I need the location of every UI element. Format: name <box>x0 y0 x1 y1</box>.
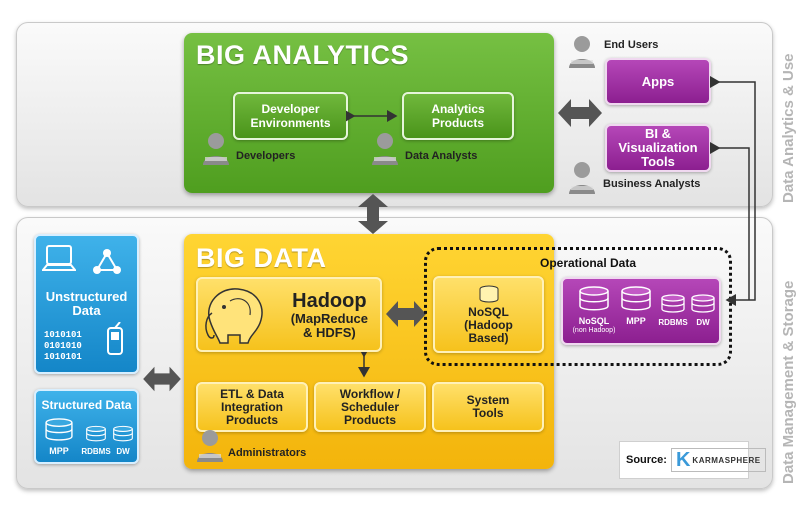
sources-bigdata-double-arrow <box>143 366 181 392</box>
system-tools-box: System Tools <box>432 382 544 432</box>
structured-rdbms-db-icon <box>86 425 106 442</box>
developer-person-icon <box>203 133 229 165</box>
structured-rdbms-label: RDBMS <box>81 447 111 456</box>
big-data-title: BIG DATA <box>196 243 327 273</box>
bi-visualization-box: BI & Visualization Tools <box>605 124 711 172</box>
operational-nosql-sublabel: (non Hadoop) <box>572 327 616 334</box>
binary-data-text: 1010101 0101010 1010101 <box>44 330 82 362</box>
nosql-db-icon <box>479 285 498 302</box>
operational-dw-label: DW <box>696 318 710 327</box>
structured-mpp-label: MPP <box>49 446 69 456</box>
nosql-hadoop-label: NoSQL (Hadoop Based) <box>464 304 513 345</box>
end-users-label: End Users <box>604 39 659 51</box>
panels-vertical-double-arrow <box>358 194 388 234</box>
unstructured-data-box <box>34 234 139 374</box>
apps-box: Apps <box>605 58 711 105</box>
dev-analytics-arrow <box>346 110 398 122</box>
operational-nosql-label: NoSQL <box>578 316 610 326</box>
operational-nosql-db-icon <box>579 286 609 311</box>
business-analyst-person-icon <box>569 162 595 194</box>
analytics-users-double-arrow <box>558 99 602 127</box>
karmasphere-logo-text: KARMASPHERE <box>692 455 761 465</box>
administrators-label: Administrators <box>228 447 307 459</box>
business-analysts-label: Business Analysts <box>603 178 701 190</box>
data-analysts-label: Data Analysts <box>405 150 478 162</box>
big-analytics-title: BIG ANALYTICS <box>196 40 410 70</box>
structured-dw-db-icon <box>113 425 133 442</box>
developers-label: Developers <box>236 150 296 162</box>
operational-rdbms-label: RDBMS <box>658 318 688 327</box>
developer-environments-box: Developer Environments <box>233 92 348 140</box>
operational-connector-lines <box>710 76 756 306</box>
karmasphere-logo-mark: K <box>675 449 691 471</box>
hadoop-nosql-double-arrow <box>386 301 426 327</box>
operational-data-region <box>424 247 732 366</box>
structured-mpp-db-icon <box>45 418 73 441</box>
network-share-icon <box>93 249 121 274</box>
operational-mpp-label: MPP <box>626 316 646 326</box>
operational-mpp-db-icon <box>621 286 651 311</box>
hadoop-title: Hadoop <box>292 289 367 312</box>
analytics-products-box: Analytics Products <box>402 92 514 140</box>
source-label: Source: <box>626 454 667 466</box>
operational-data-title: Operational Data <box>540 256 637 270</box>
administrator-person-icon <box>197 430 223 462</box>
hadoop-tools-arrow <box>358 352 370 378</box>
laptop-icon <box>42 245 76 271</box>
nosql-hadoop-box: NoSQL (Hadoop Based) <box>433 276 544 353</box>
hadoop-elephant-icon <box>205 288 263 344</box>
etl-box: ETL & Data Integration Products <box>196 382 308 432</box>
structured-dw-label: DW <box>116 447 130 456</box>
side-label-storage: Data Management & Storage <box>780 280 797 484</box>
karmasphere-logo: K KARMASPHERE <box>670 448 766 472</box>
workflow-box: Workflow / Scheduler Products <box>314 382 426 432</box>
unstructured-data-title: Unstructured Data <box>45 289 128 318</box>
side-label-analytics: Data Analytics & Use <box>780 53 797 203</box>
mobile-phone-icon <box>107 322 123 355</box>
source-attribution: Source: K KARMASPHERE <box>619 441 766 479</box>
data-analyst-person-icon <box>372 133 398 165</box>
structured-data-title: Structured Data <box>41 398 132 412</box>
end-user-person-icon <box>569 36 595 68</box>
hadoop-subtitle: (MapReduce & HDFS) <box>290 310 368 340</box>
operational-rdbms-db-icon <box>661 294 685 313</box>
